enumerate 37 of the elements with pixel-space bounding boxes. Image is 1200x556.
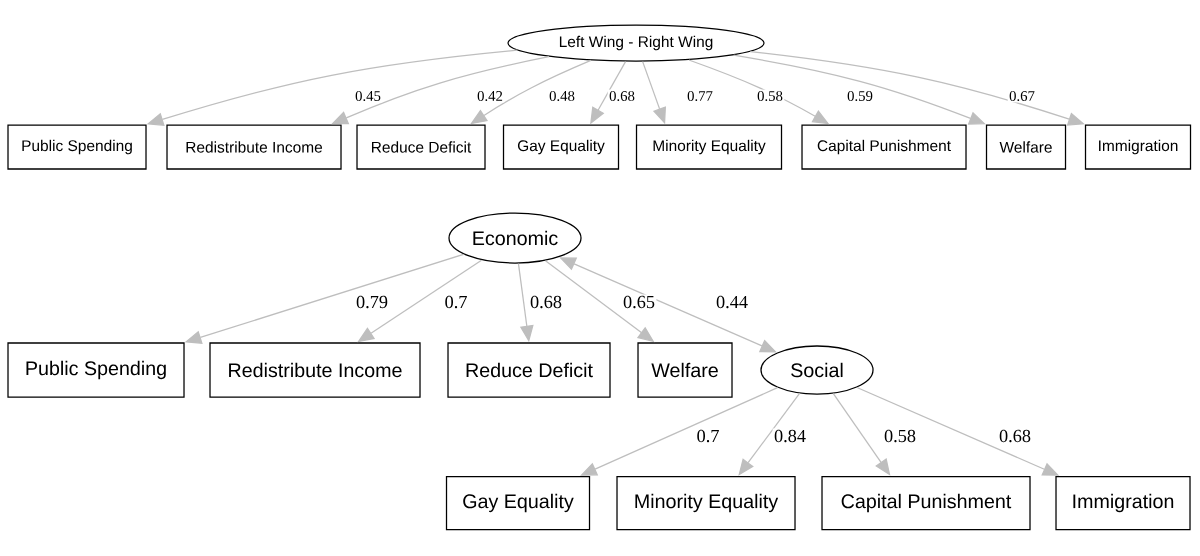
edge-label: 0.58: [882, 428, 918, 444]
edge-label: 0.68: [997, 428, 1033, 444]
indicator-box: Public Spending: [7, 124, 147, 170]
arrow: [832, 392, 891, 476]
indicator-box: Capital Punishment: [821, 475, 1031, 531]
indicator-box: Minority Equality: [635, 124, 783, 170]
indicator-box: Welfare: [637, 342, 733, 398]
arrow: [580, 387, 779, 476]
arrow: [738, 392, 801, 476]
indicator-box: Gay Equality: [445, 475, 591, 531]
edge-label: 0.67: [1007, 89, 1037, 103]
indicator-box: Gay Equality: [502, 124, 620, 170]
edge-label: 0.58: [755, 89, 785, 103]
indicator-box: Redistribute Income: [166, 124, 342, 170]
arrow: [470, 59, 592, 125]
edge-label: 0.59: [845, 89, 875, 103]
edge-label: 0.79: [354, 294, 390, 310]
edge-label: 0.77: [685, 89, 715, 103]
indicator-box: Reduce Deficit: [356, 124, 486, 170]
edge-label: 0.7: [695, 428, 721, 444]
edge-label: 0.7: [443, 294, 469, 310]
edge-label: 0.45: [353, 89, 383, 103]
indicator-box: Reduce Deficit: [447, 342, 611, 398]
indicator-box: Immigration: [1084, 124, 1192, 170]
edge-label: 0.68: [528, 294, 564, 310]
edge-label: 0.48: [547, 89, 577, 103]
edge-label: 0.68: [607, 89, 637, 103]
edge-label: 0.84: [772, 428, 808, 444]
edge-label: 0.65: [621, 294, 657, 310]
indicator-box: Public Spending: [7, 342, 185, 398]
indicator-box: Capital Punishment: [801, 124, 967, 170]
indicator-box: Minority Equality: [616, 475, 796, 531]
indicator-box: Immigration: [1055, 475, 1191, 531]
edge-label: 0.44: [714, 294, 750, 310]
indicator-box: Redistribute Income: [209, 342, 421, 398]
edge-label: 0.42: [475, 89, 505, 103]
indicator-box: Welfare: [985, 124, 1067, 170]
